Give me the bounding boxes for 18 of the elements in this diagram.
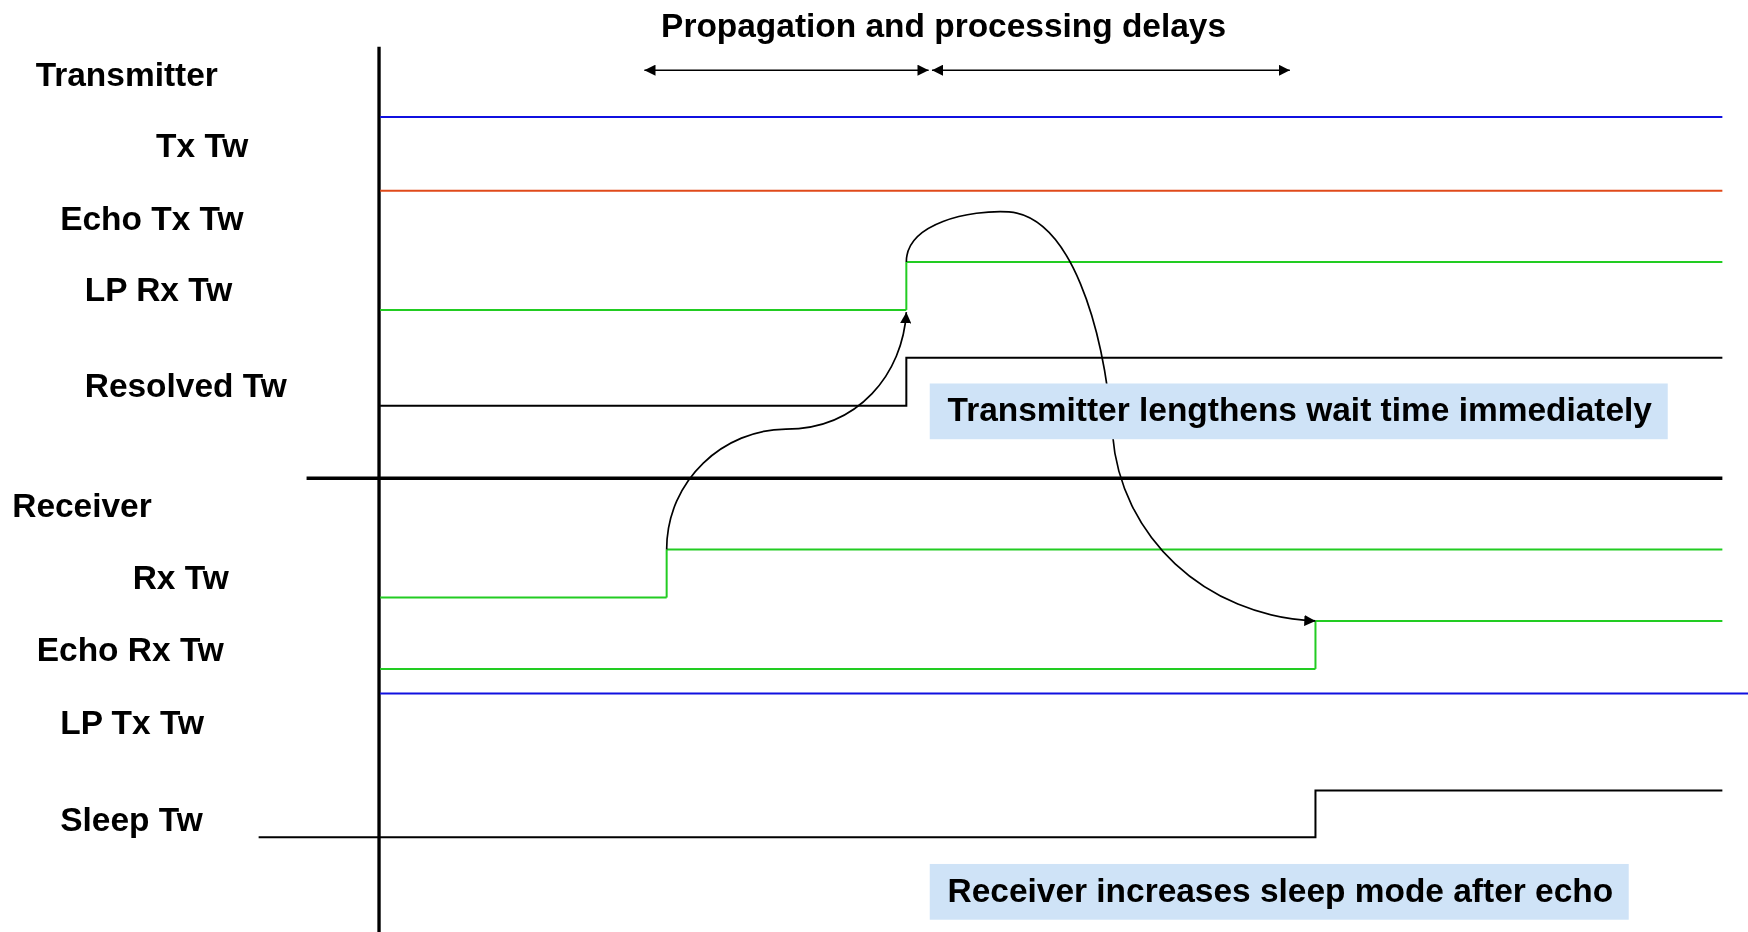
section-heading: Receiver: [12, 486, 152, 526]
dimension-label: Propagation and processing delays: [661, 5, 1227, 46]
signal-name: Sleep Tw: [60, 799, 203, 840]
signal-name: LP Rx Tw: [84, 269, 233, 310]
signal-step: [665, 549, 668, 598]
signal-name: Echo Rx Tw: [36, 630, 224, 670]
signal-name: Resolved Tw: [84, 365, 287, 406]
signal-step: [1314, 620, 1317, 669]
arrow: [905, 210, 1317, 626]
signal-name: Rx Tw: [132, 557, 229, 598]
signal-name: LP Tx Tw: [60, 702, 204, 743]
section-heading: Transmitter: [35, 54, 218, 95]
signal-name: Tx Tw: [156, 126, 249, 166]
note: Transmitter lengthens wait time immediately: [929, 383, 1668, 440]
signal-step: [905, 262, 908, 310]
arrow: [665, 311, 911, 551]
signal-name: Echo Tx Tw: [60, 198, 244, 239]
note: Receiver increases sleep mode after echo: [929, 863, 1629, 920]
